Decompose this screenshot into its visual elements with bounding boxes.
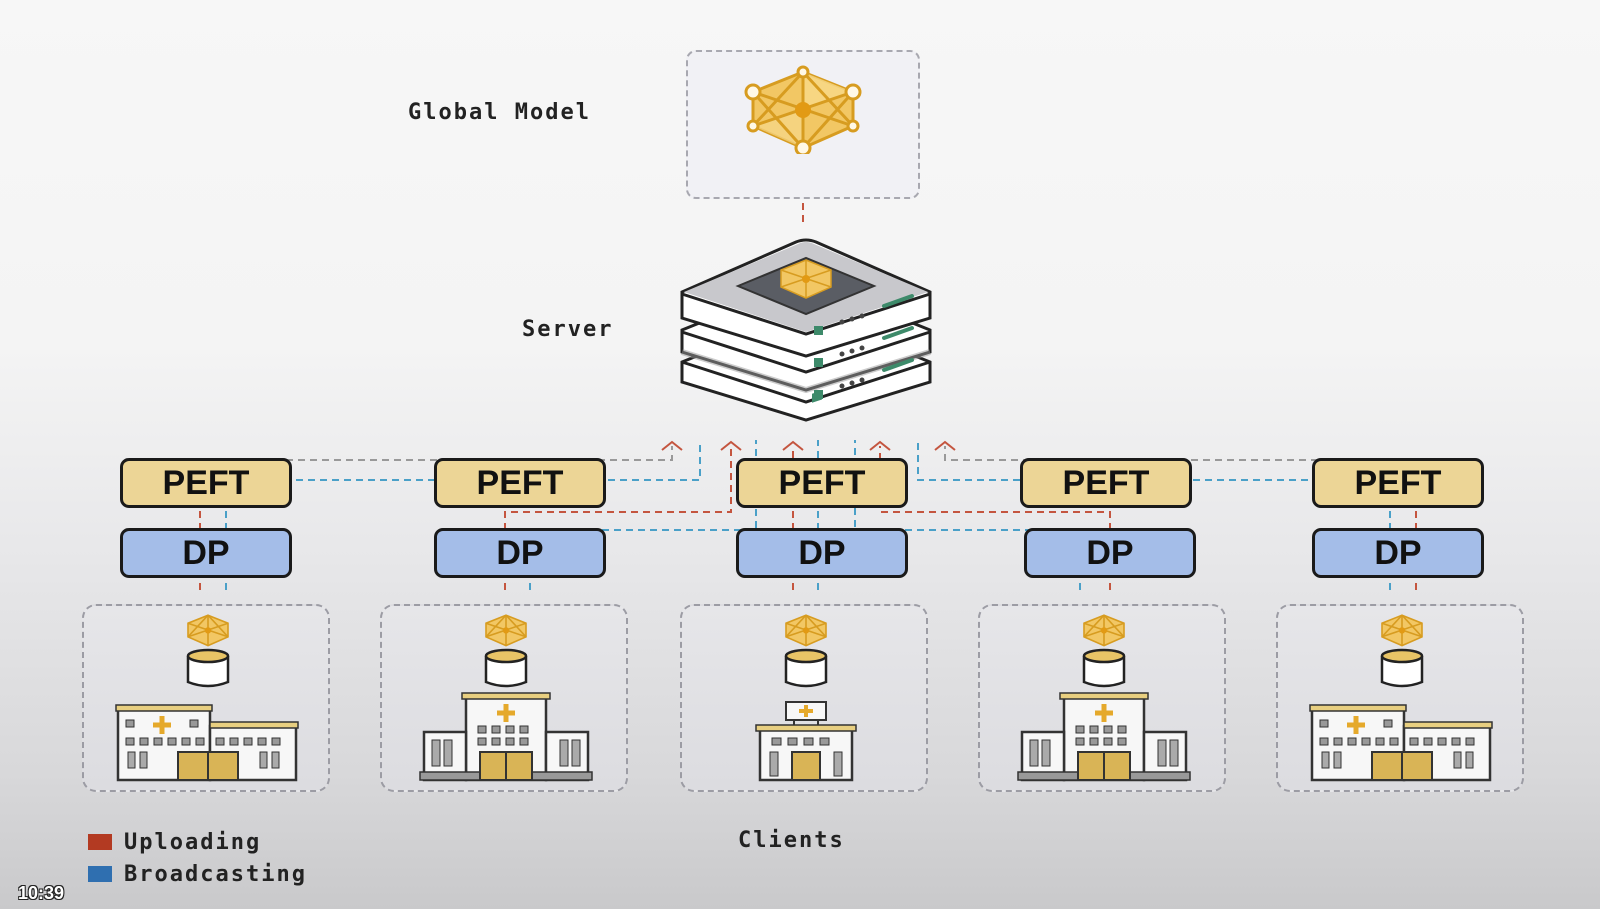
client-box — [82, 604, 330, 792]
clinic-icon — [755, 614, 857, 782]
model-network-icon — [744, 65, 862, 154]
peft-box: PEFT — [736, 458, 908, 508]
peft-box: PEFT — [434, 458, 606, 508]
peft-box: PEFT — [1312, 458, 1484, 508]
server-icon — [676, 234, 936, 428]
hospital-icon — [1309, 614, 1493, 782]
upload-arrow — [782, 440, 804, 451]
legend-label: Broadcasting — [124, 861, 307, 887]
legend-item-broadcasting: Broadcasting — [88, 858, 307, 890]
dp-box: DP — [120, 528, 292, 578]
video-timestamp: 10:39 — [18, 883, 65, 903]
hospital-icon — [1017, 614, 1191, 782]
dp-box: DP — [1312, 528, 1484, 578]
global-model-box — [686, 50, 920, 199]
hospital-icon — [115, 614, 299, 782]
client-box — [380, 604, 628, 792]
legend: Uploading Broadcasting — [88, 826, 307, 890]
legend-label: Uploading — [124, 829, 262, 855]
peft-box: PEFT — [120, 458, 292, 508]
client-box — [1276, 604, 1524, 792]
upload-arrow — [661, 440, 683, 451]
legend-item-uploading: Uploading — [88, 826, 307, 858]
server-label: Server — [522, 317, 614, 342]
dp-box: DP — [434, 528, 606, 578]
uploading-swatch — [88, 834, 112, 850]
dp-box: DP — [1024, 528, 1196, 578]
clients-label: Clients — [738, 828, 845, 853]
upload-arrow — [934, 440, 956, 451]
dp-box: DP — [736, 528, 908, 578]
upload-arrow — [720, 440, 742, 451]
global-model-label: Global Model — [408, 100, 591, 125]
upload-arrow — [869, 440, 891, 451]
client-box — [680, 604, 928, 792]
client-box — [978, 604, 1226, 792]
hospital-icon — [419, 614, 593, 782]
peft-box: PEFT — [1020, 458, 1192, 508]
broadcasting-swatch — [88, 866, 112, 882]
